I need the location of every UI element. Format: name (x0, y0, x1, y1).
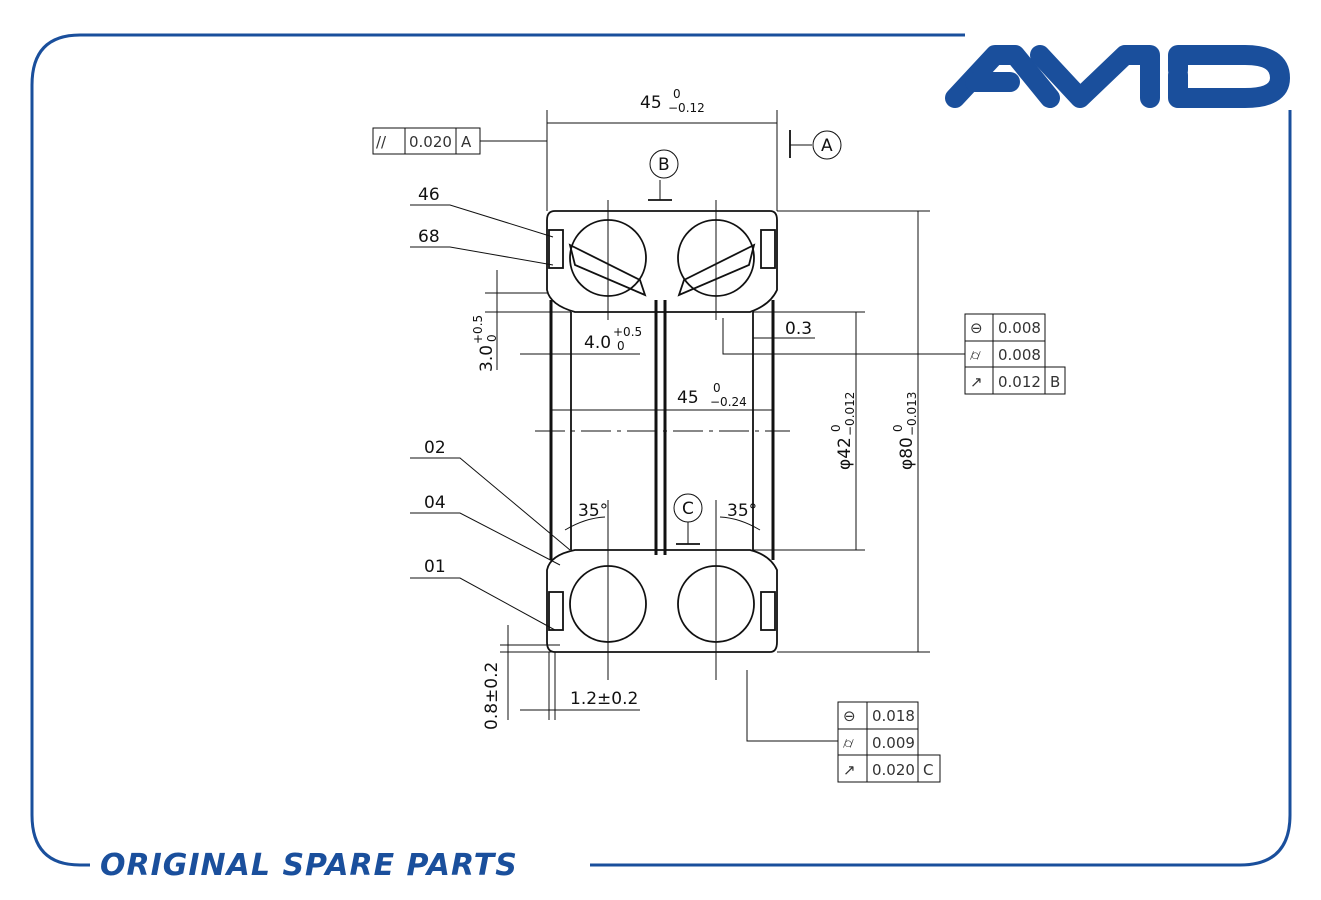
edge-dim-1: 0.8±0.2 (482, 662, 502, 730)
inner-width-upper: 0 (713, 381, 721, 395)
width-dim-upper: 0 (673, 87, 681, 101)
parallelism-datum: A (461, 133, 472, 151)
amd-logo (945, 45, 1290, 108)
datum-b: B (649, 149, 679, 179)
bore-dim-nominal: φ42 (835, 437, 855, 470)
runout-value: 0.012 (998, 373, 1041, 391)
slogan-text: ORIGINAL SPARE PARTS (100, 848, 518, 883)
parallelism-value: 0.020 (409, 133, 452, 151)
part-label-02: 02 (424, 438, 446, 458)
datum-a: A (812, 130, 842, 160)
datum-c-label: C (682, 499, 694, 519)
parallelism-symbol: // (376, 133, 387, 151)
seal-width-lower: 0 (617, 339, 625, 353)
seal-offset-nominal: 3.0 (477, 345, 497, 372)
parallelism-frame: // 0.020 A (372, 127, 481, 155)
outer-dim-nominal: φ80 (897, 437, 917, 470)
cylindricity-value: 0.008 (998, 346, 1041, 364)
inner-width-lower: −0.24 (710, 395, 747, 409)
runout-datum: B (1050, 373, 1060, 391)
width-dim: 45 (640, 93, 662, 113)
edge-dim-2: 1.2±0.2 (570, 689, 638, 709)
seal-offset-lower: 0 (485, 334, 499, 342)
chamfer-dim: 0.3 (785, 319, 812, 339)
outer-dim-lower: −0.013 (905, 392, 919, 436)
page-frame (30, 33, 1292, 867)
outer-tolerance-frame: ⊖ 0.018 ⌭ 0.009 ↗ 0.020 C (837, 701, 941, 783)
bearing-section (535, 200, 790, 680)
part-label-46: 46 (418, 185, 440, 205)
dimension-lines (410, 110, 965, 742)
cylindricity-icon: ⌭ (970, 346, 981, 364)
roundness-value: 0.018 (872, 707, 915, 725)
seal-width-upper: +0.5 (613, 325, 642, 339)
datum-b-label: B (658, 155, 670, 175)
datum-a-label: A (821, 136, 833, 156)
runout-icon: ↗ (970, 373, 983, 391)
outer-dim: φ80 0 −0.013 (891, 392, 919, 470)
bore-dim-lower: −0.012 (843, 392, 857, 436)
bore-dim: φ42 0 −0.012 (829, 392, 857, 470)
seal-width-dim: 4.0 (584, 333, 611, 353)
outer-dim-upper: 0 (891, 424, 905, 432)
roundness-icon: ⊖ (843, 707, 856, 725)
cylindricity-value: 0.009 (872, 734, 915, 752)
runout-value: 0.020 (872, 761, 915, 779)
contact-angle-left: 35° (578, 501, 608, 521)
datum-c: C (673, 493, 703, 523)
roundness-value: 0.008 (998, 319, 1041, 337)
runout-datum: C (923, 761, 933, 779)
width-dim-lower: −0.12 (668, 101, 705, 115)
seal-offset-dim: 3.0 +0.5 0 (471, 315, 499, 372)
runout-icon: ↗ (843, 761, 856, 779)
contact-angle-right: 35° (727, 501, 757, 521)
part-label-68: 68 (418, 227, 440, 247)
part-label-04: 04 (424, 493, 446, 513)
inner-tolerance-frame: ⊖ 0.008 ⌭ 0.008 ↗ 0.012 B (964, 313, 1066, 395)
inner-width-dim: 45 (677, 388, 699, 408)
bore-dim-upper: 0 (829, 424, 843, 432)
seal-offset-upper: +0.5 (471, 315, 485, 344)
roundness-icon: ⊖ (970, 319, 983, 337)
cylindricity-icon: ⌭ (843, 734, 854, 752)
part-label-01: 01 (424, 557, 446, 577)
